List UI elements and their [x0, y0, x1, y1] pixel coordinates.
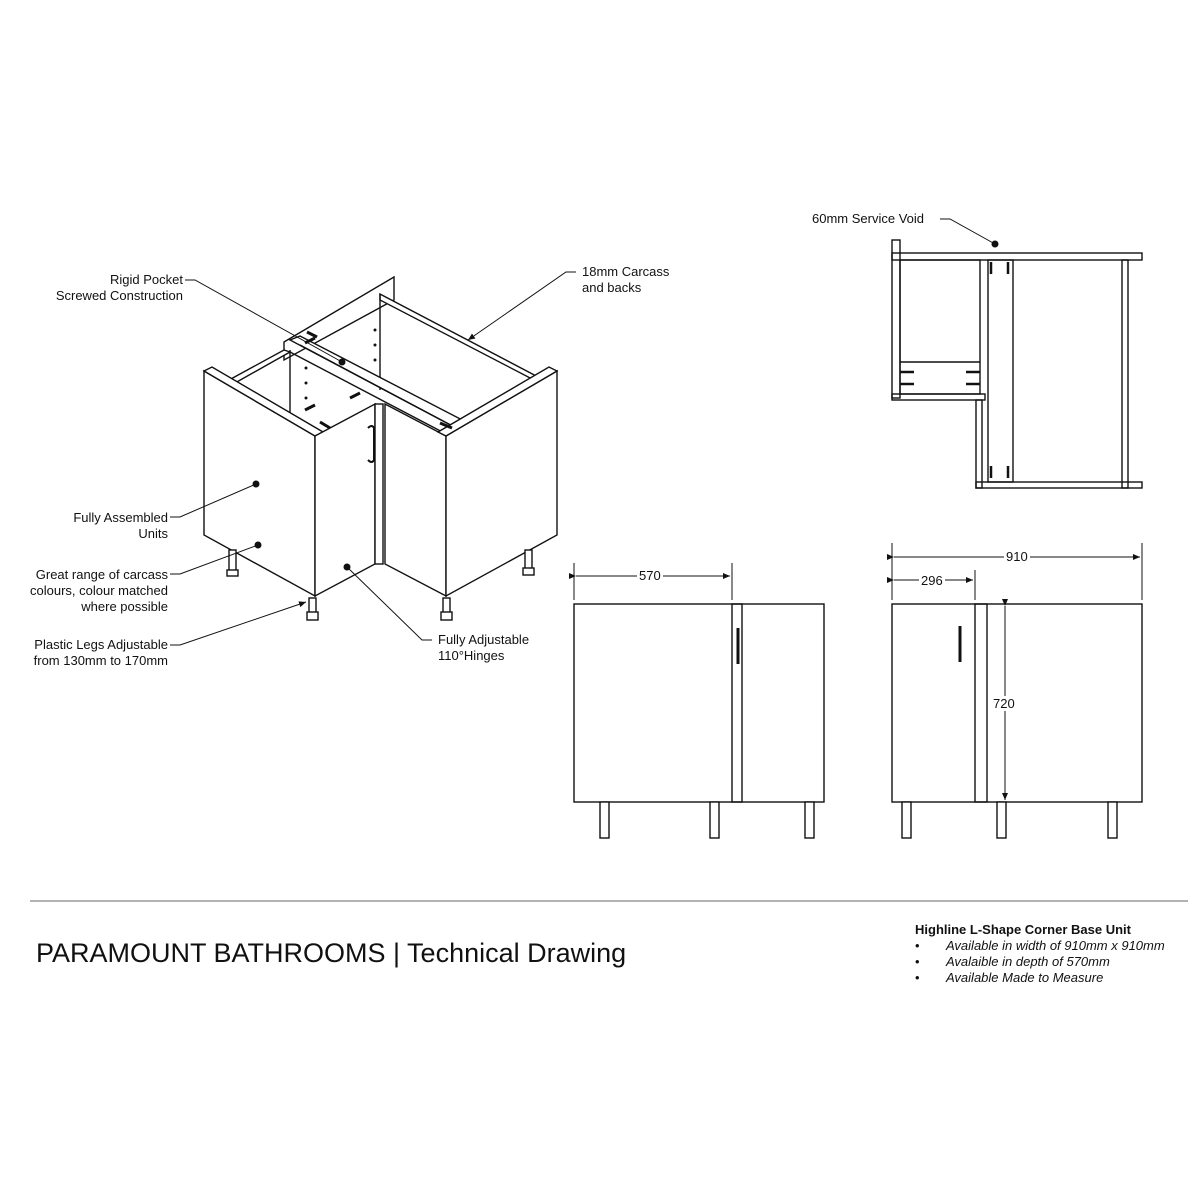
dim-door: 296 — [919, 573, 945, 588]
legs — [226, 549, 535, 621]
dim-depth: 570 — [637, 568, 663, 583]
isometric-cabinet — [202, 275, 559, 621]
spec-bullet: •Avalaible in depth of 570mm — [915, 954, 1110, 969]
dim-height: 720 — [991, 696, 1017, 711]
leader-lines — [170, 218, 999, 646]
spec-bullet: •Available in width of 910mm x 910mm — [915, 938, 1165, 953]
spec-bullet: •Available Made to Measure — [915, 970, 1104, 985]
product-spec: Highline L-Shape Corner Base Unit •Avail… — [915, 922, 1165, 986]
product-title: Highline L-Shape Corner Base Unit — [915, 922, 1131, 937]
brand-title: PARAMOUNT BATHROOMS | Technical Drawing — [36, 938, 627, 968]
dim-width: 910 — [1004, 549, 1030, 564]
callout-service-void: 60mm Service Void — [812, 211, 924, 226]
elevation-left — [569, 563, 825, 839]
plan-view — [891, 239, 1143, 489]
